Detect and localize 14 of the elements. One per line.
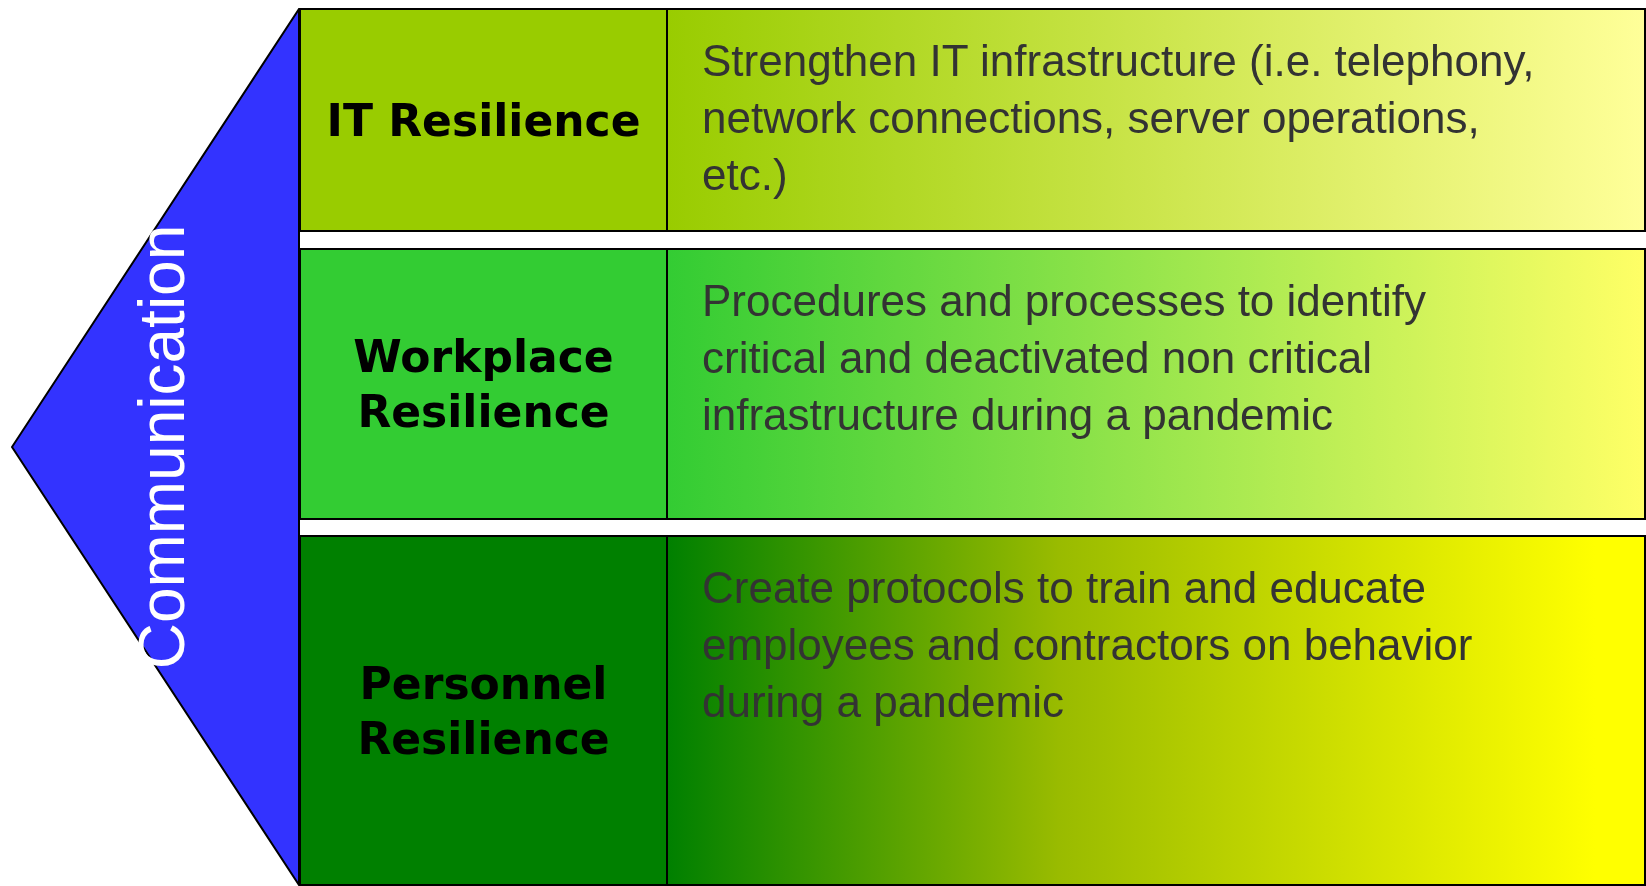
- description-cell: [666, 535, 1646, 886]
- triangle-band: [10, 8, 300, 886]
- description-cell: [666, 248, 1646, 520]
- description-text: Strengthen IT infrastructure (i.e. telephony, network connections, server operations, etc.): [702, 35, 1536, 202]
- description-cell: [666, 8, 1646, 232]
- category-title: IT Resilience: [325, 93, 642, 148]
- category-cell: [299, 8, 668, 232]
- category-title: Personnel Resilience: [356, 656, 611, 766]
- category-title: Workplace Resilience: [352, 330, 615, 439]
- description-text: Procedures and processes to identify critical and deactivated non critical infrastructure during a pandemic: [702, 275, 1427, 442]
- description-text: Create protocols to train and educate employees and contractors on behavior during a pandemic: [702, 562, 1474, 729]
- category-cell: [299, 248, 668, 520]
- vertical-label: Communication: [125, 224, 199, 670]
- category-cell: [299, 535, 668, 886]
